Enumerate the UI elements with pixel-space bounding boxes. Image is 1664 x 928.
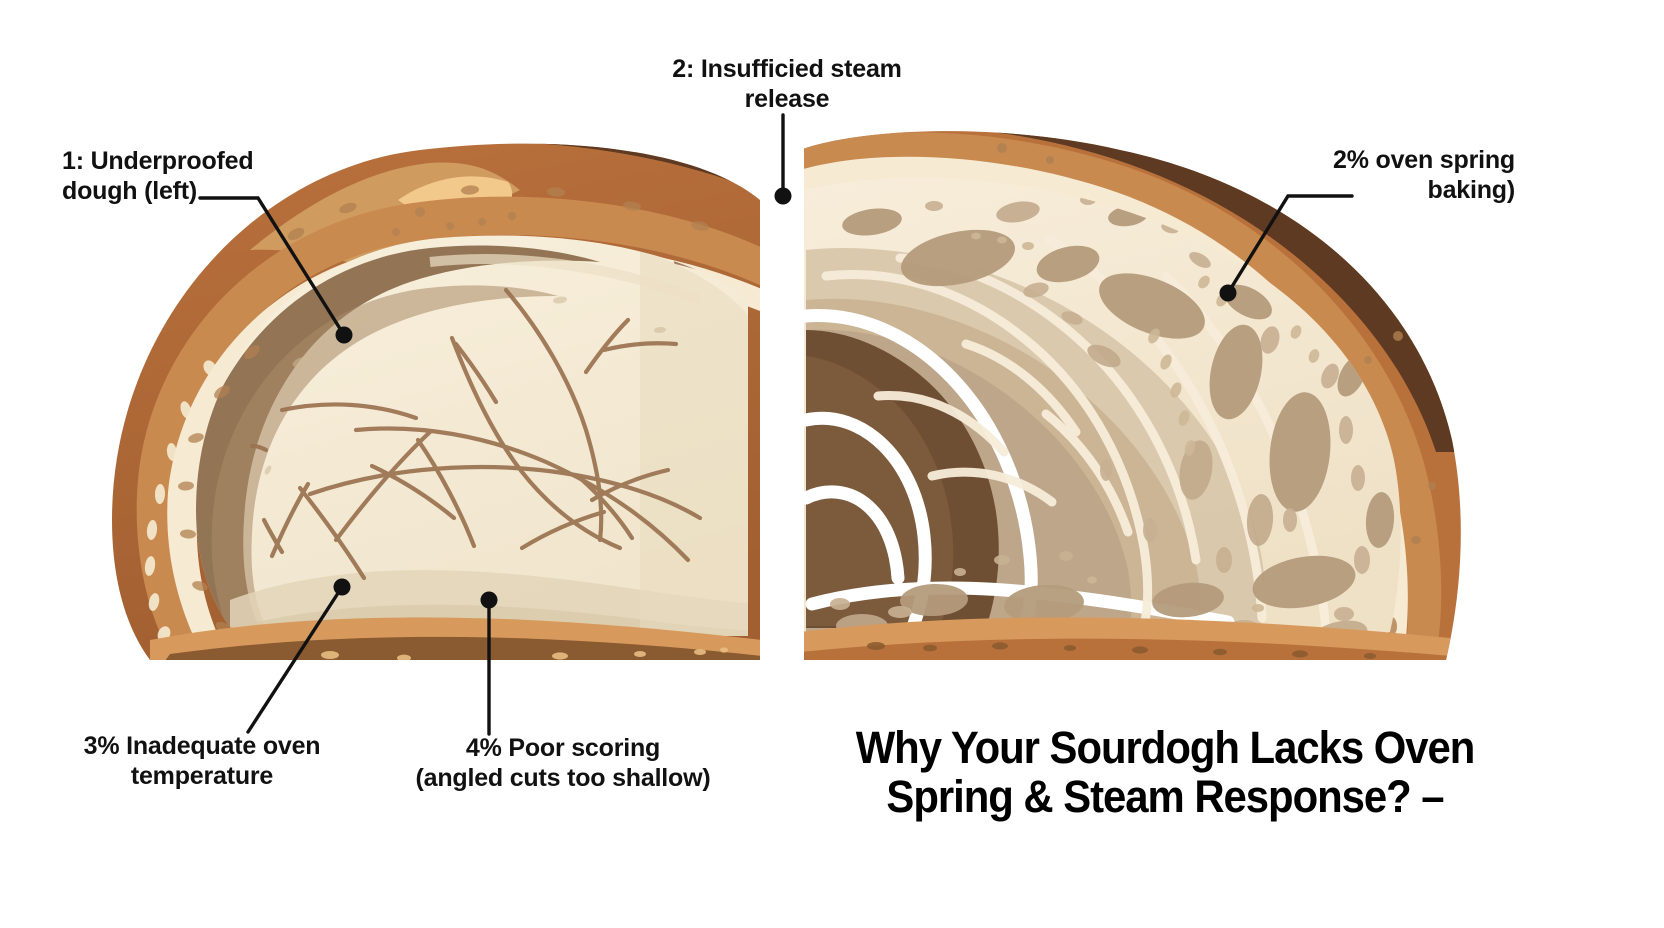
callout-label-underproofed: 1: Underproofed dough (left) bbox=[62, 147, 254, 205]
headline-title: Why Your Sourdogh Lacks Oven Spring & St… bbox=[855, 722, 1476, 822]
dot-steam bbox=[774, 187, 792, 205]
callout-label-oven-spring: 2% oven spring baking) bbox=[1333, 146, 1515, 204]
dot-scoring bbox=[480, 591, 498, 609]
dot-temperature bbox=[333, 578, 351, 596]
callout-label-oven-temperature: 3% Inadequate oven temperature bbox=[83, 732, 321, 790]
callout-label-steam-release: 2: Insufficied steam release bbox=[672, 55, 902, 113]
right-loaf-graphic bbox=[800, 131, 1461, 660]
callout-label-poor-scoring: 4% Poor scoring (angled cuts too shallow… bbox=[415, 734, 711, 792]
dot-underproofed bbox=[335, 326, 353, 344]
dot-oven-spring bbox=[1219, 284, 1237, 302]
leader-temperature bbox=[246, 585, 344, 734]
left-loaf-graphic bbox=[112, 143, 760, 661]
leader-oven-spring bbox=[1226, 194, 1354, 295]
leader-underproofed bbox=[198, 196, 346, 337]
